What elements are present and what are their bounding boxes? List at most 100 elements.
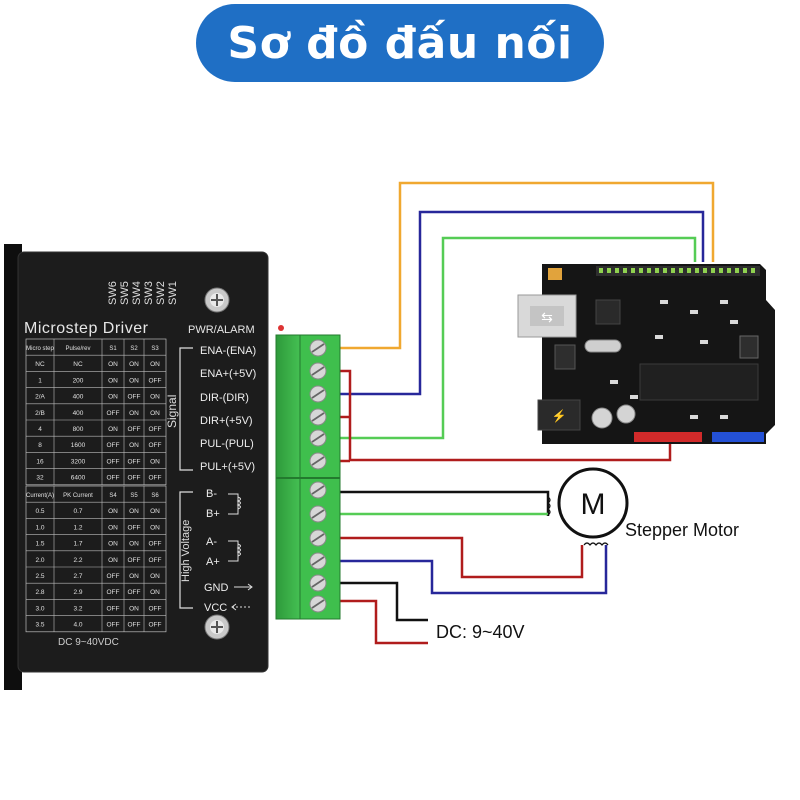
table-cell: 8: [38, 442, 42, 449]
table-cell: ON: [108, 508, 118, 515]
board-components: [610, 300, 738, 419]
table-cell: 16: [36, 458, 44, 465]
dc-range-label: DC 9~40VDC: [58, 637, 119, 648]
header-pin: [623, 268, 627, 273]
table-cell: OFF: [107, 622, 120, 629]
motor-label: Stepper Motor: [625, 520, 739, 540]
header-pin: [751, 268, 755, 273]
table-cell: ON: [108, 557, 118, 564]
header-pin: [687, 268, 691, 273]
smd-component: [730, 320, 738, 324]
table-header-cell: PK Current: [63, 493, 93, 499]
header-pin: [727, 268, 731, 273]
capacitor: [616, 404, 636, 424]
header-pin: [671, 268, 675, 273]
table-cell: ON: [108, 377, 118, 384]
power-terminal-labels: B- B+ A- A+ GND VCC: [204, 488, 229, 614]
terminal-screw: [309, 362, 327, 380]
table-cell: OFF: [107, 605, 120, 612]
arduino-board: ⇆ ⚡: [517, 264, 775, 444]
header-pin: [655, 268, 659, 273]
signal-bracket: [179, 347, 193, 471]
coil-symbol-a: [228, 540, 241, 562]
title-banner: Sơ đồ đấu nối: [196, 4, 604, 82]
table-cell: 6400: [71, 475, 86, 482]
mounting-screw: [204, 287, 230, 313]
table-cell: OFF: [149, 377, 162, 384]
power-supply-label: DC: 9~40V: [436, 622, 525, 642]
table-cell: ON: [108, 394, 118, 401]
table-cell: NC: [35, 361, 45, 368]
header-pin: [711, 268, 715, 273]
terminal-label: DIR-(DIR): [200, 392, 249, 404]
table-header-cell: S6: [151, 493, 159, 499]
switch-labels: SW6 SW5 SW4 SW3 SW2 SW1: [107, 281, 179, 305]
table-cell: 1.2: [73, 524, 82, 531]
header-pin: [743, 268, 747, 273]
table-header-cell: S5: [130, 493, 138, 499]
header-pin: [663, 268, 667, 273]
table-cell: ON: [150, 508, 160, 515]
terminal-screw: [309, 574, 327, 592]
table-cell: ON: [129, 377, 139, 384]
table-cell: OFF: [128, 458, 141, 465]
header-pin: [695, 268, 699, 273]
terminal-screw: [309, 481, 327, 499]
table-header-cell: Pulse/rev: [65, 346, 90, 352]
header-pin: [719, 268, 723, 273]
table-cell: 0.7: [73, 508, 82, 515]
table-cell: OFF: [149, 605, 162, 612]
table-cell: 32: [36, 475, 44, 482]
table-cell: OFF: [128, 622, 141, 629]
table-cell: 1.0: [35, 524, 44, 531]
table-cell: 800: [73, 426, 84, 433]
high-voltage-bracket: [179, 491, 193, 609]
terminal-label: PUL+(+5V): [200, 461, 255, 473]
header-pin: [599, 268, 603, 273]
table-cell: OFF: [107, 589, 120, 596]
table-header-cell: Current(A): [26, 493, 54, 499]
smd-component: [655, 335, 663, 339]
svg-text:⚡: ⚡: [552, 409, 567, 423]
table-cell: OFF: [107, 573, 120, 580]
switch-label: SW1: [167, 281, 179, 305]
table-cell: OFF: [128, 475, 141, 482]
table-cell: 1.7: [73, 541, 82, 548]
crystal: [584, 339, 622, 353]
top-header: [596, 266, 760, 276]
header-pin: [679, 268, 683, 273]
table-cell: 1: [38, 377, 42, 384]
wire-a-minus: [336, 536, 584, 579]
bottom-header-power: [634, 432, 702, 442]
table-cell: 4: [38, 426, 42, 433]
smd-component: [690, 310, 698, 314]
terminal-screw: [309, 505, 327, 523]
header-pin: [647, 268, 651, 273]
table-cell: ON: [150, 573, 160, 580]
mounting-screw: [204, 614, 230, 640]
table-cell: 1.5: [35, 541, 44, 548]
terminal-label: A-: [206, 536, 217, 548]
terminal-screw: [309, 339, 327, 357]
table-cell: 1600: [71, 442, 86, 449]
signal-group-label: Signal: [165, 395, 179, 428]
table-header-cell: S1: [109, 346, 117, 352]
table-cell: 2.9: [73, 589, 82, 596]
table-cell: 3.2: [73, 605, 82, 612]
dc-jack: [537, 399, 581, 431]
table-cell: ON: [108, 361, 118, 368]
switch-label: SW4: [131, 281, 143, 305]
header-pin: [703, 268, 707, 273]
wire-dir-minus: [336, 210, 705, 396]
table-cell: OFF: [107, 442, 120, 449]
table-cell: OFF: [149, 622, 162, 629]
smd-component: [720, 415, 728, 419]
table-cell: ON: [108, 524, 118, 531]
stepper-motor: M Stepper Motor: [547, 467, 739, 546]
wires: [336, 181, 715, 645]
table-cell: 2.0: [35, 557, 44, 564]
usb-icon: ⇆: [541, 309, 553, 325]
table-cell: OFF: [128, 394, 141, 401]
